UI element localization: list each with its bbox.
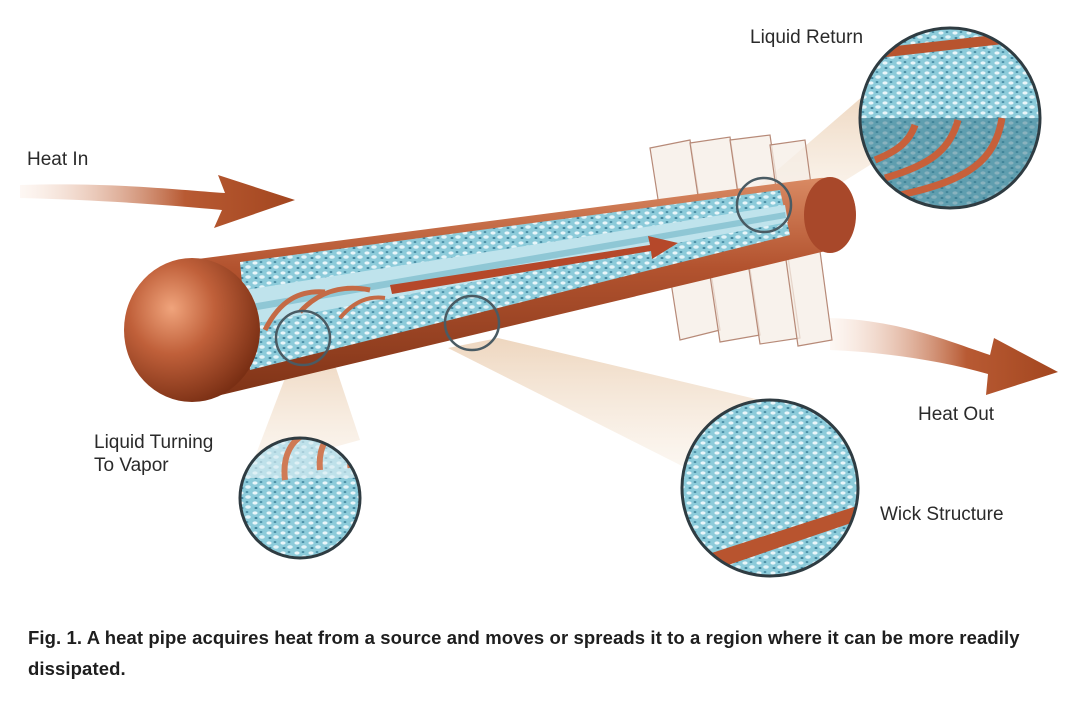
label-liquid-turning-line1: Liquid Turning: [94, 432, 214, 453]
label-liquid-turning-line2: To Vapor: [94, 455, 169, 476]
vapor-flow-arrow: [390, 236, 678, 294]
label-wick-structure: Wick Structure: [880, 504, 1004, 525]
heat-out-arrow: [830, 318, 1058, 395]
label-liquid-turning-to-vapor: Liquid Turning To Vapor: [94, 431, 264, 477]
figure-caption: Fig. 1. A heat pipe acquires heat from a…: [28, 627, 1020, 679]
label-liquid-return: Liquid Return: [750, 27, 864, 48]
heat-pipe-diagram: [20, 26, 1058, 578]
pipe-end-cap: [124, 258, 260, 402]
label-heat-in: Heat In: [27, 149, 89, 170]
label-heat-out: Heat Out: [918, 404, 995, 425]
heat-pipe: [124, 177, 856, 402]
heat-in-arrow: [20, 175, 295, 228]
focus-circle-wick: [443, 294, 501, 352]
magnifier-liquid-return: [858, 26, 1042, 210]
focus-circle-evaporator: [274, 309, 332, 367]
magnifier-liquid-to-vapor: [238, 436, 362, 560]
focus-circle-condenser: [735, 176, 793, 234]
magnifier-wick-structure: [680, 398, 860, 578]
